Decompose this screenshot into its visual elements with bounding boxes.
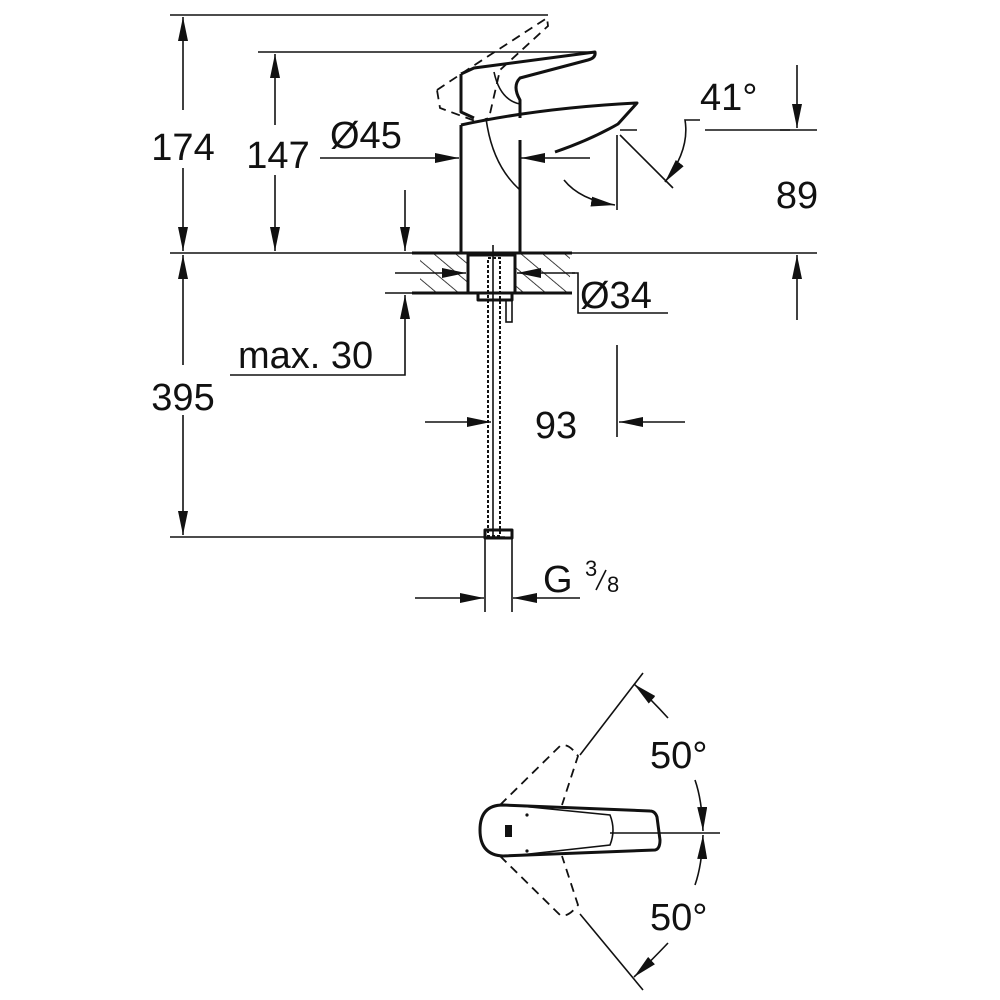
- thread-g-label: G: [543, 559, 573, 601]
- thread-denominator: 8: [607, 572, 619, 597]
- dimension-147: 147: [246, 54, 310, 251]
- dimension-angle-41: 41°: [563, 77, 790, 210]
- hose: [487, 257, 501, 537]
- dimension-diameter-34: Ø34: [572, 272, 668, 317]
- dim-147-label: 147: [246, 135, 309, 177]
- dim-174-label: 174: [151, 127, 214, 169]
- dim-89-label: 89: [776, 175, 818, 217]
- angle-up-label: 50°: [650, 735, 707, 777]
- dimension-89: 89: [776, 65, 818, 320]
- thread-numerator: 3: [585, 556, 597, 581]
- dimension-93: 93: [425, 345, 685, 447]
- angle-down-label: 50°: [650, 897, 707, 939]
- faucet-top-view: 50° 50°: [478, 672, 720, 991]
- dim-d45-label: Ø45: [330, 115, 402, 157]
- dim-93-label: 93: [535, 405, 577, 447]
- deck-section: [395, 245, 575, 540]
- dim-395-label: 395: [151, 377, 214, 419]
- dim-max30-label: max. 30: [238, 335, 373, 377]
- dimension-diameter-45: Ø45: [320, 115, 590, 163]
- dimension-max-30: max. 30: [230, 190, 412, 377]
- dim-d34-label: Ø34: [580, 275, 652, 317]
- dimension-395: 395: [151, 255, 215, 535]
- dim-41-label: 41°: [700, 77, 757, 119]
- dimension-thread: G 3 8: [415, 538, 619, 612]
- faucet-side-view: [436, 16, 639, 252]
- dimension-174: 174: [151, 17, 215, 251]
